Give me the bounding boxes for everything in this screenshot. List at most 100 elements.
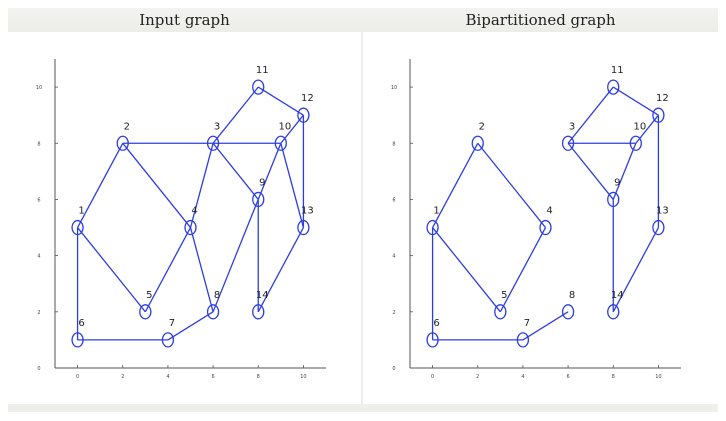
input-edge-11-12 — [257, 86, 304, 116]
input-edge-13-14 — [257, 227, 304, 313]
bipart-node-7 — [516, 332, 530, 348]
input-graph-title: Input graph — [139, 11, 230, 29]
bipart-edge-10-9 — [612, 143, 637, 200]
input-node-6 — [71, 332, 84, 348]
bipart-node-label-9: 9 — [614, 177, 620, 188]
input-node-label-2: 2 — [124, 121, 130, 132]
bipart-node-9 — [607, 191, 620, 208]
bipart-x-tick-label: 4 — [521, 374, 524, 380]
input-node-9 — [252, 191, 265, 208]
input-node-label-13: 13 — [301, 206, 314, 217]
input-node-5 — [139, 304, 152, 320]
input-y-tick-label: 0 — [37, 366, 40, 372]
input-node-label-3: 3 — [214, 121, 220, 132]
bipart-x-tick-label: 0 — [431, 374, 434, 380]
input-x-tick-label: 6 — [211, 374, 214, 380]
input-node-10 — [274, 135, 287, 151]
bipart-edge-2-4 — [477, 142, 547, 228]
input-x-tick-label: 10 — [300, 374, 306, 380]
panel-divider — [361, 32, 363, 404]
bipart-node-1 — [426, 219, 439, 236]
bipart-edge-13-14 — [612, 227, 659, 313]
bipart-y-tick-label: 4 — [392, 254, 395, 260]
bipartitioned-graph-title: Bipartitioned graph — [465, 11, 616, 29]
input-y-tick-label: 8 — [37, 141, 40, 147]
bipart-y-tick-label: 10 — [391, 85, 397, 91]
input-y-tick-label: 2 — [37, 310, 40, 316]
input-node-13 — [297, 219, 310, 236]
input-x-tick-label: 8 — [257, 374, 260, 380]
bipart-node-label-14: 14 — [611, 290, 624, 301]
input-node-label-7: 7 — [169, 318, 175, 329]
bipart-node-12 — [652, 107, 665, 123]
bipart-node-2 — [471, 135, 484, 151]
bipart-x-tick-label: 2 — [476, 374, 479, 380]
bipart-y-tick-label: 8 — [392, 141, 395, 147]
bipart-node-label-6: 6 — [433, 318, 439, 329]
bipart-node-label-1: 1 — [433, 206, 439, 217]
input-edge-10-13 — [280, 143, 305, 228]
input-x-tick-label: 4 — [166, 374, 169, 380]
input-edge-5-4 — [144, 227, 192, 313]
bipart-node-label-3: 3 — [569, 121, 575, 132]
bipart-node-label-12: 12 — [656, 93, 669, 104]
input-node-11 — [252, 79, 265, 95]
input-edge-3-4 — [189, 143, 214, 228]
bipart-edge-3-11 — [567, 86, 614, 144]
input-edge-3-9 — [212, 142, 259, 200]
bipart-node-label-2: 2 — [479, 121, 485, 132]
bipart-y-tick-label: 6 — [392, 197, 395, 203]
bipart-node-label-13: 13 — [656, 206, 669, 217]
input-edge-1-5 — [77, 227, 146, 313]
input-node-label-11: 11 — [256, 65, 269, 76]
bipart-node-label-8: 8 — [569, 290, 575, 301]
bipart-y-tick-label: 2 — [392, 310, 395, 316]
input-node-label-14: 14 — [256, 290, 269, 301]
input-x-tick-label: 2 — [121, 374, 124, 380]
bipart-node-label-4: 4 — [546, 206, 552, 217]
input-x-tick-label: 0 — [76, 374, 79, 380]
bipart-x-tick-label: 10 — [655, 374, 661, 380]
input-node-label-5: 5 — [146, 290, 152, 301]
bipart-node-13 — [652, 219, 665, 236]
input-edge-1-2 — [77, 142, 124, 228]
bipart-edge-5-4 — [499, 227, 547, 313]
bipart-edge-1-5 — [432, 227, 501, 313]
bipart-edge-11-12 — [612, 86, 659, 116]
bipart-edge-1-2 — [432, 142, 479, 228]
bipart-node-3 — [561, 135, 575, 151]
input-edge-2-4 — [122, 142, 192, 228]
bipart-node-6 — [426, 332, 439, 348]
input-node-label-10: 10 — [278, 121, 291, 132]
input-node-4 — [184, 219, 197, 236]
bipart-node-4 — [539, 219, 552, 236]
input-node-label-4: 4 — [191, 206, 197, 217]
bipart-x-tick-label: 6 — [566, 374, 569, 380]
input-node-2 — [116, 135, 129, 151]
title-bar — [8, 8, 718, 32]
bipart-node-label-10: 10 — [633, 121, 646, 132]
input-y-tick-label: 6 — [37, 197, 40, 203]
input-y-tick-label: 4 — [37, 254, 40, 260]
input-edge-3-11 — [212, 86, 259, 144]
bipart-x-tick-label: 8 — [612, 374, 615, 380]
input-node-12 — [297, 107, 310, 123]
bipart-node-14 — [607, 304, 620, 320]
bipart-node-5 — [494, 304, 507, 320]
bipart-edge-7-8 — [522, 311, 569, 341]
input-node-label-9: 9 — [259, 177, 265, 188]
input-node-label-12: 12 — [301, 93, 314, 104]
input-node-1 — [71, 219, 84, 236]
bottom-bar — [8, 404, 718, 412]
input-node-14 — [252, 304, 265, 320]
input-node-8 — [206, 304, 220, 320]
input-node-label-1: 1 — [78, 206, 84, 217]
bipart-y-tick-label: 0 — [392, 366, 395, 372]
input-node-7 — [161, 332, 175, 348]
bipart-node-11 — [607, 79, 620, 95]
input-edge-4-8 — [189, 227, 214, 312]
bipart-node-10 — [629, 135, 642, 151]
input-y-tick-label: 10 — [36, 85, 42, 91]
input-node-label-6: 6 — [78, 318, 84, 329]
